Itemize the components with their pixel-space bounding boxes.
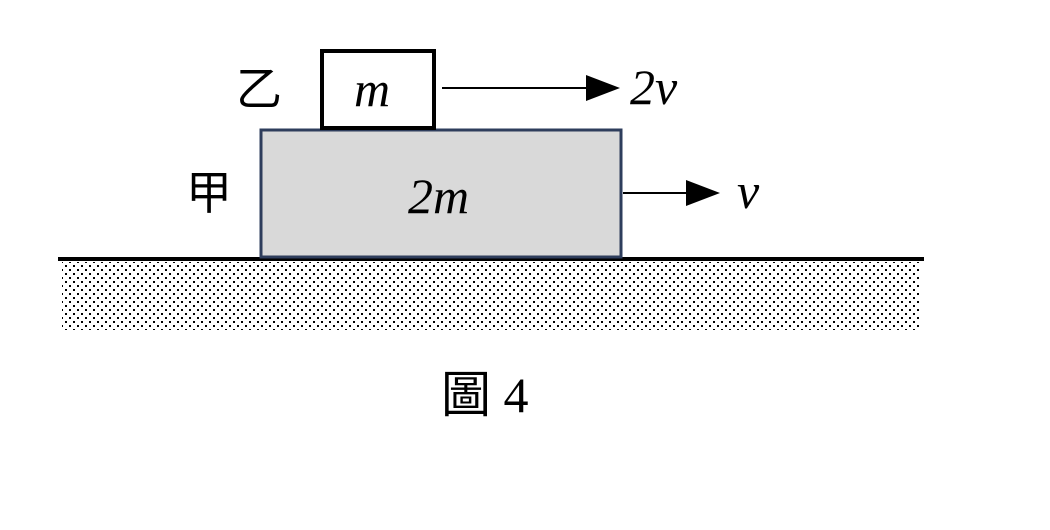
block-jia	[259, 128, 623, 259]
block-jia-mass: 2m	[408, 168, 470, 224]
figure-caption: 圖 4	[441, 367, 529, 423]
block-jia-velocity: v	[737, 163, 760, 219]
ground-texture	[62, 262, 920, 330]
block-yi-velocity: 2v	[630, 59, 678, 115]
block-yi	[320, 49, 436, 130]
velocity-arrowhead-jia	[686, 180, 720, 206]
block-yi-mass: m	[354, 61, 391, 117]
velocity-arrowhead-yi	[586, 75, 620, 101]
block-jia-name: 甲	[186, 166, 232, 220]
block-yi-name: 乙	[236, 62, 282, 116]
